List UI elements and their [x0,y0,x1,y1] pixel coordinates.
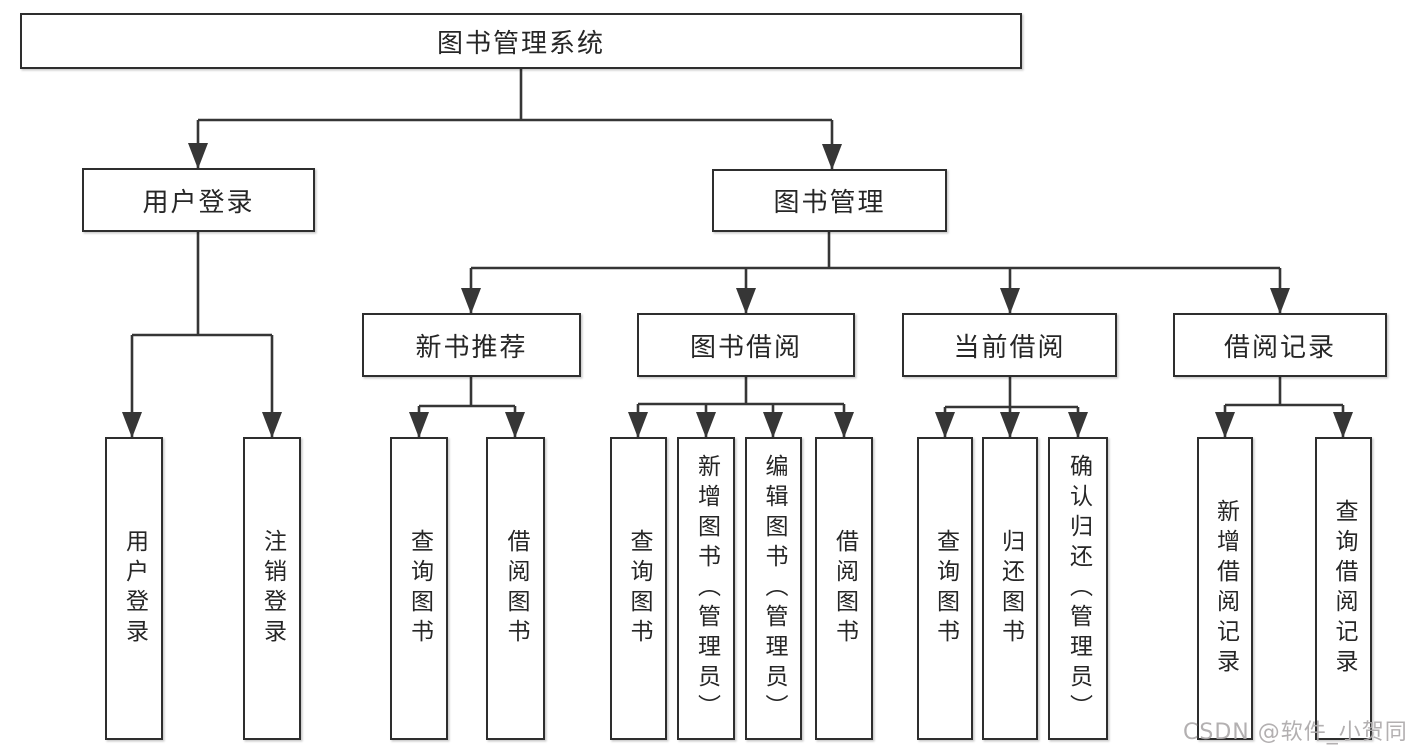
leaf-confirm-return-admin: 确认归还（管理员） [1048,437,1108,740]
leaf-borrow-books-borrowing: 借阅图书 [815,437,873,740]
leaf-query-borrow-record: 查询借阅记录 [1315,437,1372,740]
leaf-edit-book-admin: 编辑图书（管理员） [745,437,802,740]
leaf-query-books-recommend: 查询图书 [390,437,448,740]
csdn-watermark: CSDN @软件_小贺同学 [1183,720,1405,745]
node-new-book-recommendation: 新书推荐 [362,313,581,377]
leaf-borrow-books-recommend: 借阅图书 [486,437,545,740]
node-current-borrowing: 当前借阅 [902,313,1117,377]
leaf-add-borrow-record: 新增借阅记录 [1197,437,1253,740]
leaf-user-login: 用户登录 [105,437,163,740]
leaf-add-book-admin: 新增图书（管理员） [677,437,735,740]
leaf-query-books-borrowing: 查询图书 [610,437,667,740]
node-book-borrowing: 图书借阅 [637,313,855,377]
node-user-login: 用户登录 [82,168,315,232]
node-library-system: 图书管理系统 [20,13,1022,69]
leaf-query-books-current: 查询图书 [917,437,973,740]
leaf-return-books: 归还图书 [982,437,1038,740]
leaf-logout-login: 注销登录 [243,437,301,740]
node-book-management: 图书管理 [712,169,947,232]
node-borrowing-records: 借阅记录 [1173,313,1387,377]
